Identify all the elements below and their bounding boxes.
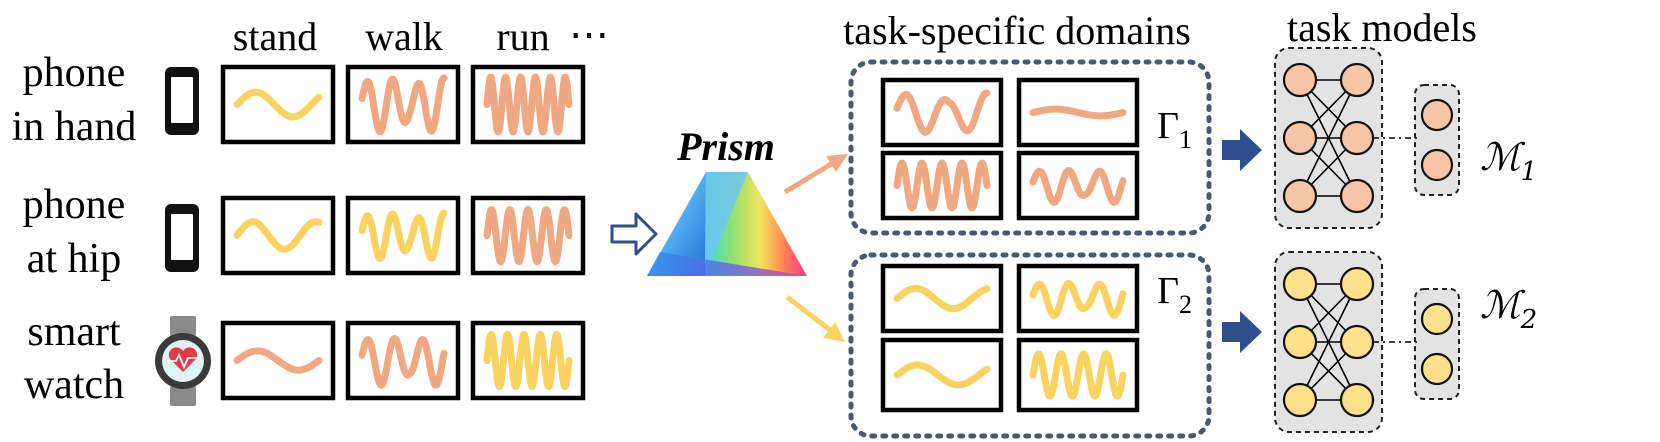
- domain-symbol: Γ2: [1157, 270, 1192, 319]
- device-label-line2: at hip: [27, 236, 121, 282]
- column-label-run: run: [496, 14, 549, 59]
- model-symbol: ℳ1: [1480, 135, 1537, 187]
- phone-icon: [165, 204, 199, 272]
- signal-wave: [1029, 280, 1127, 319]
- network-edge: [1299, 283, 1358, 401]
- device-label-line1: phone: [23, 182, 126, 228]
- domain-symbol: Γ1: [1157, 105, 1192, 154]
- network-node: [1282, 62, 1318, 98]
- task-model-networks: [1274, 47, 1460, 433]
- signal-wave: [483, 205, 573, 266]
- signal-wave: [1029, 105, 1127, 120]
- network-node: [1339, 62, 1375, 98]
- network-edge: [1299, 79, 1358, 197]
- phone-icon: [165, 67, 199, 135]
- device-label-line1: phone: [23, 50, 126, 96]
- header-task-models: task models: [1287, 5, 1477, 50]
- output-node: [1420, 302, 1454, 336]
- signal-wave: [358, 335, 448, 389]
- network-node: [1282, 120, 1318, 156]
- column-label-ellipsis: ⋯: [569, 12, 609, 57]
- yellow-arrow: [785, 295, 845, 342]
- signal-wave: [233, 347, 323, 374]
- domain-signal-waves: [893, 89, 1127, 400]
- prism-logo: [647, 172, 807, 276]
- domain-box-1: [848, 59, 1212, 236]
- signal-wave: [893, 89, 991, 136]
- prism-label: Prism: [676, 124, 775, 169]
- signal-wave: [358, 74, 448, 136]
- network-node: [1339, 178, 1375, 214]
- network-node: [1282, 178, 1318, 214]
- signal-wave: [893, 284, 991, 313]
- task-model-network: [1274, 251, 1460, 433]
- network-node: [1339, 266, 1375, 302]
- device-label-line1: smart: [27, 309, 121, 355]
- signal-wave: [483, 330, 573, 391]
- smartwatch-icon: [155, 316, 211, 406]
- device-label-line2: in hand: [12, 104, 137, 150]
- network-node: [1339, 324, 1375, 360]
- signal-wave: [233, 218, 323, 253]
- signal-wave: [893, 361, 991, 389]
- column-label-walk: walk: [365, 14, 443, 59]
- network-node: [1339, 382, 1375, 418]
- signal-frame: [880, 263, 1004, 334]
- signal-wave: [358, 209, 448, 263]
- signal-waves: [233, 73, 573, 391]
- signal-frame: [880, 77, 1004, 148]
- output-node: [1420, 98, 1454, 132]
- signal-wave: [483, 73, 573, 136]
- blue-arrow: [1222, 311, 1262, 353]
- network-node: [1282, 382, 1318, 418]
- output-node: [1420, 148, 1454, 182]
- domain-box-2: [848, 252, 1212, 439]
- signal-wave: [1029, 167, 1127, 206]
- blue-arrow: [1222, 129, 1262, 171]
- output-node: [1420, 352, 1454, 386]
- network-node: [1339, 120, 1375, 156]
- signal-wave: [1029, 350, 1127, 400]
- network-node: [1282, 324, 1318, 360]
- device-label-line2: watch: [24, 362, 124, 408]
- network-node: [1282, 266, 1318, 302]
- model-symbol: ℳ2: [1480, 283, 1537, 335]
- signal-wave: [233, 88, 323, 121]
- header-task-specific-domains: task-specific domains: [843, 8, 1191, 53]
- signal-frame: [345, 195, 461, 276]
- task-model-network: [1274, 47, 1460, 229]
- hollow-arrow: [610, 212, 658, 256]
- column-label-stand: stand: [233, 14, 317, 59]
- signal-wave: [893, 159, 991, 212]
- orange-arrow: [783, 154, 848, 195]
